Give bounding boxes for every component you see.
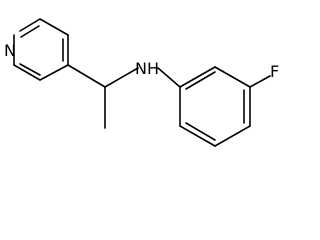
bond-ph-c1-c2 bbox=[179, 66, 216, 88]
bond-ph-double-3 bbox=[185, 122, 216, 141]
amine-nh-label: NH bbox=[135, 59, 159, 78]
bond-py-c2-c3 bbox=[13, 64, 41, 81]
pyridine-ring bbox=[13, 18, 69, 81]
bond-ring-to-ch bbox=[67, 64, 106, 88]
molecule-structure: N NH F bbox=[4, 18, 279, 147]
pyridine-nitrogen-label: N bbox=[4, 41, 16, 60]
bond-ch-to-nh bbox=[104, 67, 139, 88]
linker bbox=[67, 64, 181, 129]
bond-py-c3-c4 bbox=[39, 64, 69, 81]
bond-nh-to-phenyl bbox=[157, 67, 181, 88]
bond-py-c6-n bbox=[19, 18, 41, 32]
bond-py-c5-c6 bbox=[39, 18, 69, 36]
bond-ph-c4-c5 bbox=[214, 125, 251, 147]
bond-c-f bbox=[249, 75, 271, 88]
bond-py-double-3 bbox=[20, 25, 40, 38]
fluorophenyl-ring bbox=[179, 66, 271, 147]
structure-canvas: N NH F bbox=[4, 18, 279, 147]
bond-ph-c5-c6 bbox=[179, 125, 216, 147]
bond-ph-double-1 bbox=[185, 71, 216, 90]
bond-py-double-1 bbox=[19, 63, 41, 76]
bond-ph-c2-c3 bbox=[214, 66, 251, 88]
fluorine-label: F bbox=[270, 62, 279, 81]
